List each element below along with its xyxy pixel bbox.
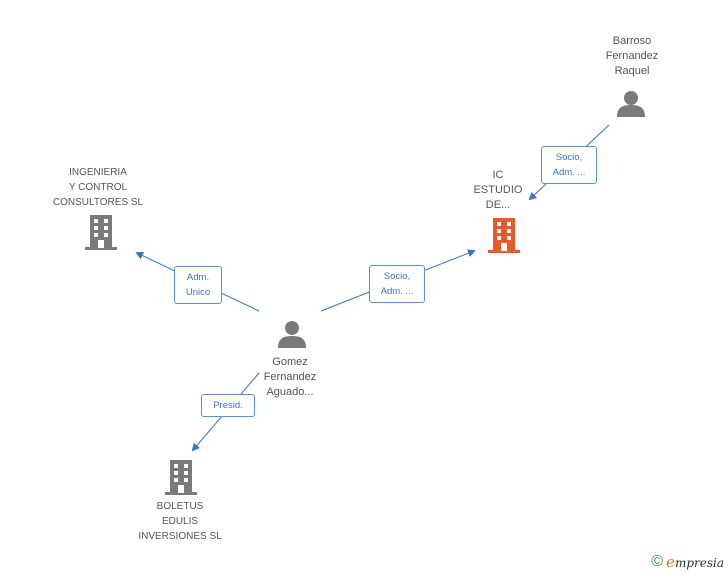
person-icon[interactable]: [617, 91, 645, 117]
node-label-ingenieria[interactable]: INGENIERIA Y CONTROL CONSULTORES SL: [52, 167, 144, 208]
edge-label-gomez-boletus: Presid.: [201, 394, 255, 417]
building-icon[interactable]: [165, 460, 197, 495]
copyright-icon: ©: [651, 553, 664, 570]
brand-logo[interactable]: empresia: [666, 553, 724, 571]
footer-brand: © empresia: [651, 553, 724, 571]
node-label-gomez[interactable]: Gomez Fernandez Aguado...: [263, 356, 317, 398]
building-icon[interactable]: [488, 218, 520, 253]
node-label-boletus[interactable]: BOLETUS EDULIS INVERSIONES SL: [138, 501, 222, 542]
person-icon[interactable]: [278, 321, 306, 348]
brand-initial: e: [666, 553, 675, 571]
node-label-ic[interactable]: IC ESTUDIO DE...: [473, 169, 523, 211]
edge-label-gomez-ingenieria: Adm. Unico: [174, 266, 222, 304]
brand-name: mpresia: [674, 556, 724, 570]
node-label-barroso[interactable]: Barroso Fernandez Raquel: [605, 35, 659, 77]
building-icon[interactable]: [85, 215, 117, 250]
edge-label-barroso-ic: Socio, Adm. ...: [541, 146, 597, 184]
edge-label-gomez-ic: Socio, Adm. ...: [369, 265, 425, 303]
